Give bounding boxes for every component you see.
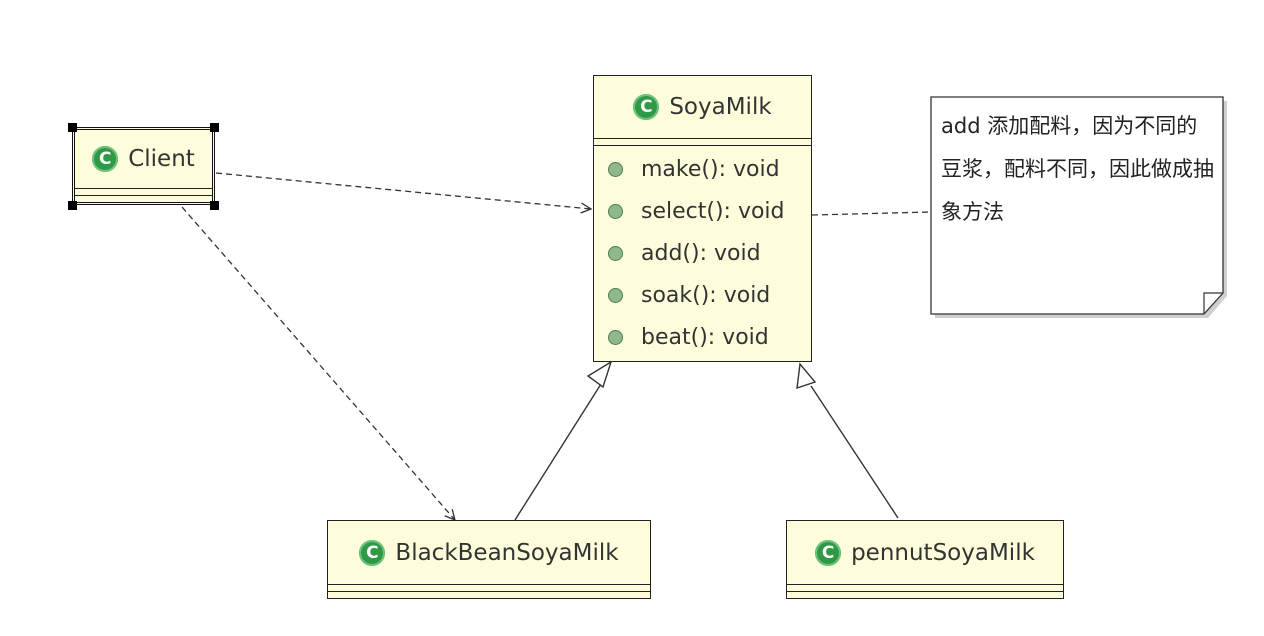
class-soyamilk-name: SoyaMilk	[669, 94, 772, 120]
class-icon: C	[92, 146, 119, 172]
class-blackbean-header: C BlackBeanSoyaMilk	[328, 521, 650, 584]
generalization-blackbean-line	[514, 383, 602, 521]
class-soyamilk[interactable]: C SoyaMilk make(): void select(): void a…	[593, 75, 812, 362]
class-pennutsoyamilk[interactable]: C pennutSoyaMilk	[786, 520, 1064, 599]
dependency-client-blackbean	[181, 206, 455, 520]
method-soak[interactable]: soak(): void	[594, 274, 811, 316]
public-method-icon	[608, 203, 623, 219]
class-icon: C	[633, 94, 660, 120]
selection-handle-bottom-left[interactable]	[68, 201, 77, 210]
method-label: soak(): void	[641, 282, 771, 308]
class-icon: C	[359, 539, 386, 566]
selection-handle-bottom-right[interactable]	[210, 201, 219, 210]
selection-handle-top-left[interactable]	[68, 123, 77, 132]
class-icon: C	[815, 539, 842, 566]
attributes-compartment	[594, 138, 811, 145]
method-label: beat(): void	[641, 324, 769, 350]
public-method-icon	[608, 161, 623, 177]
note-box	[930, 96, 1224, 315]
class-blackbean-name: BlackBeanSoyaMilk	[395, 539, 619, 566]
note-fold	[1203, 292, 1223, 314]
attributes-compartment	[787, 584, 1063, 591]
generalization-blackbean-arrowhead	[586, 360, 613, 389]
method-label: select(): void	[641, 198, 785, 224]
method-select[interactable]: select(): void	[594, 190, 811, 232]
attributes-compartment	[328, 584, 650, 591]
selection-handle-top-right[interactable]	[210, 123, 219, 132]
method-label: add(): void	[641, 240, 761, 266]
dependency-client-soyamilk	[215, 172, 591, 209]
attributes-compartment	[75, 188, 212, 195]
class-client[interactable]: C Client	[72, 127, 215, 205]
public-method-icon	[608, 287, 623, 303]
class-blackbeansoyamilk[interactable]: C BlackBeanSoyaMilk	[327, 520, 651, 599]
public-method-icon	[608, 329, 623, 345]
method-beat[interactable]: beat(): void	[594, 316, 811, 358]
comment-note[interactable]: add 添加配料，因为不同的豆浆，配料不同，因此做成抽象方法	[931, 97, 1223, 314]
class-peanut-header: C pennutSoyaMilk	[787, 521, 1063, 584]
class-soyamilk-header: C SoyaMilk	[594, 76, 811, 138]
operations-compartment	[787, 591, 1063, 592]
generalization-peanut-arrowhead	[796, 362, 817, 390]
public-method-icon	[608, 245, 623, 261]
class-peanut-name: pennutSoyaMilk	[851, 539, 1035, 566]
class-client-header: C Client	[75, 130, 212, 188]
method-add[interactable]: add(): void	[594, 232, 811, 274]
operations-compartment	[75, 195, 212, 196]
operations-compartment	[328, 591, 650, 592]
note-text: add 添加配料，因为不同的豆浆，配料不同，因此做成抽象方法	[941, 114, 1214, 224]
method-make[interactable]: make(): void	[594, 148, 811, 190]
generalization-peanut-line	[810, 385, 899, 519]
operations-compartment: make(): void select(): void add(): void …	[594, 145, 811, 358]
method-label: make(): void	[641, 156, 780, 182]
class-client-name: Client	[128, 146, 195, 172]
note-connector	[811, 211, 932, 216]
